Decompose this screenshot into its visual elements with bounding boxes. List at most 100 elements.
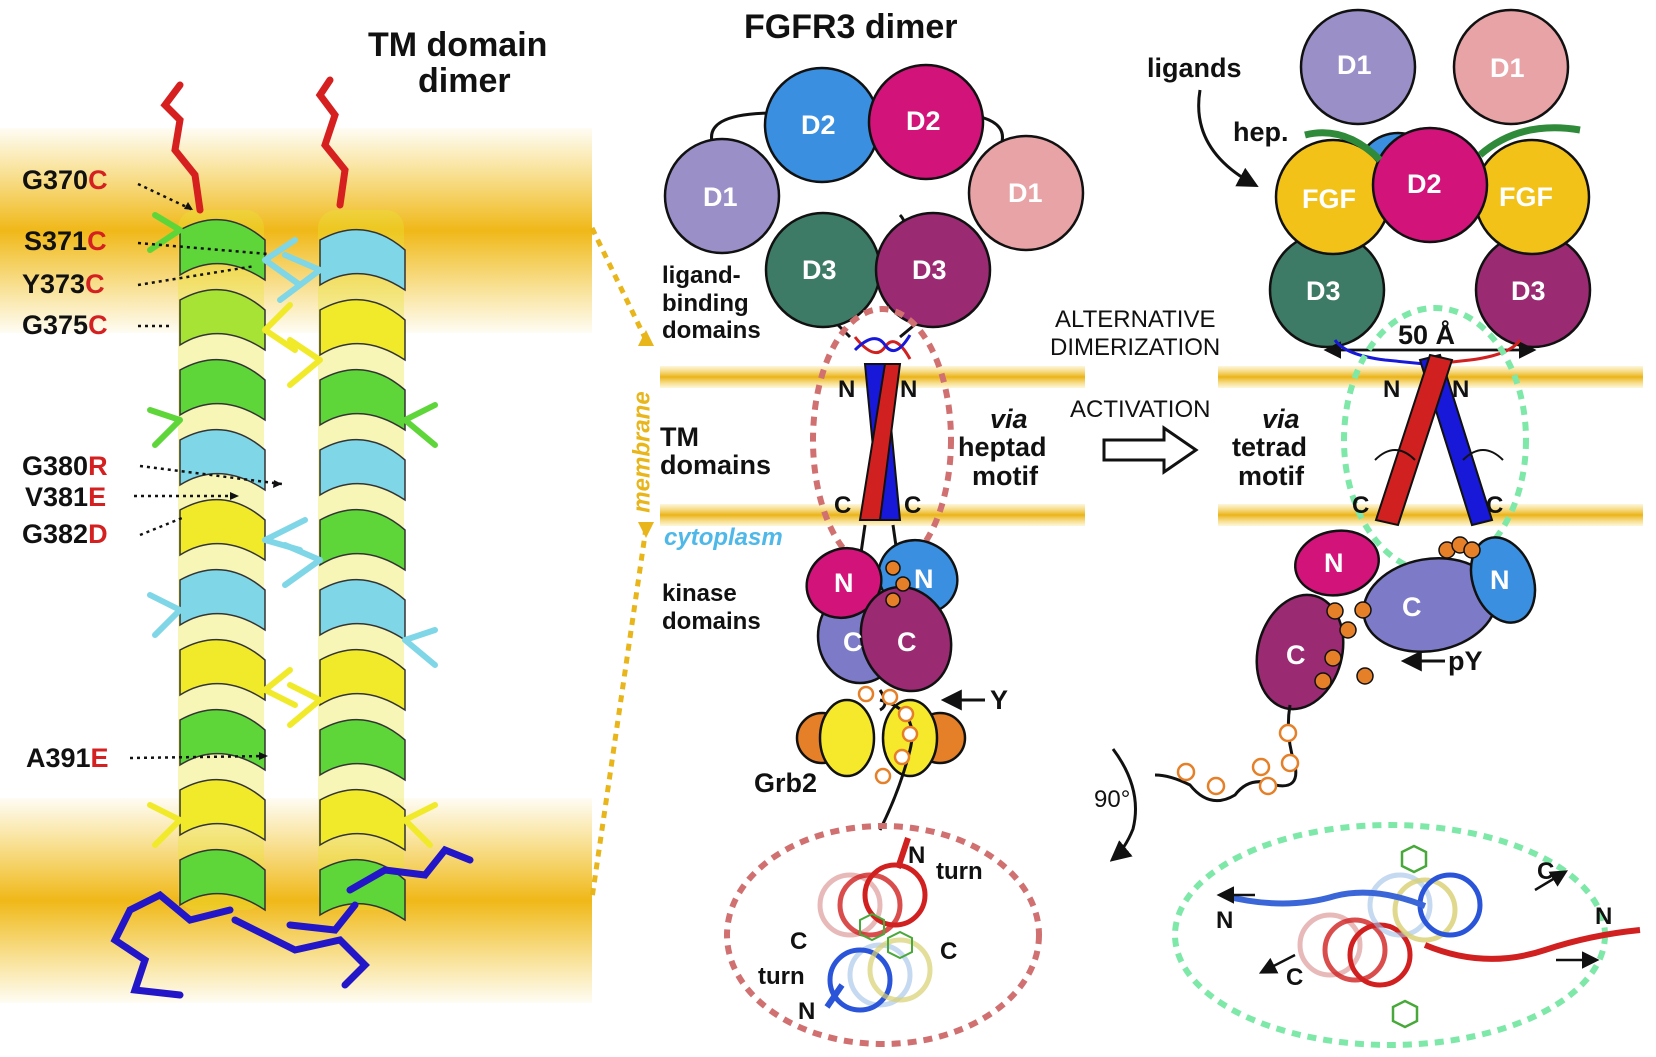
mid-tm-c-right: C	[904, 492, 922, 519]
middle-title: FGFR3 dimer	[744, 8, 958, 46]
cytoplasm-label: cytoplasm	[664, 524, 783, 551]
mid-d1-left	[663, 137, 781, 255]
mid-kinase-n-left	[805, 547, 883, 619]
right-tm-rotation-right	[1462, 449, 1504, 461]
tm-domains-line2: domains	[660, 450, 772, 480]
mid-topview-oval	[724, 823, 1042, 1047]
right-phospho-dots	[1314, 536, 1481, 690]
hep-label: hep.	[1233, 117, 1289, 147]
mutation-label-4: G380R	[22, 451, 108, 481]
right-kinase-domains	[1255, 529, 1537, 711]
right-topview-arrow-c-upper	[1534, 870, 1569, 892]
right-topview-c-lower: C	[1286, 964, 1304, 991]
mid-kinase-c-right-label: C	[897, 627, 917, 657]
mid-topview-turn-top: turn	[936, 858, 983, 885]
mid-tm-helix-red	[858, 363, 902, 521]
tm-helix-right	[318, 210, 406, 922]
mid-topview-n-bottom	[824, 983, 845, 1009]
side-chains	[147, 212, 438, 848]
right-topview-blue-strand	[1224, 889, 1427, 909]
right-topview-arrow-c-lower	[1258, 953, 1296, 974]
alternative-line1: ALTERNATIVE	[1055, 306, 1216, 333]
mid-kinase-n-left-label: N	[834, 568, 854, 598]
right-fgf-left-label: FGF	[1302, 184, 1356, 214]
mutation-label-7: A391E	[26, 743, 109, 773]
tm-helix-left	[178, 210, 266, 912]
right-tm-n-right: N	[1452, 376, 1470, 403]
ligand-binding-line2: binding	[662, 290, 749, 317]
membrane-band-bottom	[0, 798, 592, 1003]
membrane-arrow-down	[638, 522, 654, 538]
mid-kinase-domains	[805, 539, 959, 693]
right-topview-helices	[1297, 872, 1483, 988]
mutation-pointers	[129, 182, 283, 760]
c-terminus-residues	[110, 845, 474, 999]
mid-phospho-dots	[885, 560, 911, 608]
mid-d2-right	[867, 63, 985, 181]
mid-tyrosine-dots	[857, 685, 919, 785]
membrane-label: membrane	[628, 391, 656, 513]
right-via-label: via	[1262, 404, 1300, 434]
right-domains	[1268, 8, 1592, 349]
right-topview-n-left: N	[1216, 907, 1234, 934]
right-d2-magenta	[1371, 126, 1489, 244]
right-topview-n-right: N	[1595, 903, 1613, 930]
right-tyrosine-dots	[1176, 723, 1300, 796]
right-motif-line2: motif	[1238, 461, 1304, 491]
right-tm-rotation-left	[1374, 449, 1416, 461]
ligand-arrow	[1197, 89, 1259, 187]
mid-topview-n-bottom-label: N	[798, 998, 816, 1025]
mid-tm-n-right: N	[900, 376, 918, 403]
mid-topview-helices	[817, 862, 933, 1013]
right-heparin-right	[1477, 124, 1581, 158]
left-title-line2: dimer	[418, 62, 511, 100]
mutation-label-3: G375C	[22, 310, 108, 340]
membrane-arrow-up	[638, 330, 654, 346]
mutation-label-5: V381E	[25, 482, 107, 512]
mid-tm-top-loop-blue	[853, 334, 912, 353]
grb2-label: Grb2	[754, 768, 818, 798]
py-label: pY	[1448, 646, 1483, 676]
mid-d1-right-label: D1	[1008, 178, 1043, 208]
mutation-label-0: G370C	[22, 165, 108, 195]
alternative-line2: DIMERIZATION	[1050, 334, 1221, 361]
right-motif-line1: tetrad	[1232, 432, 1308, 462]
mid-d1-right	[967, 134, 1085, 252]
mid-topview-c-left: C	[790, 928, 808, 955]
tm-domains-line1: TM	[660, 422, 699, 452]
right-heparin-left	[1304, 129, 1383, 163]
right-kinase-n-left	[1294, 529, 1380, 597]
mid-via-label: via	[990, 404, 1028, 434]
right-topview-red-strand	[1423, 927, 1641, 962]
right-topview-c-upper: C	[1537, 858, 1555, 885]
mutation-label-6: G382D	[22, 519, 108, 549]
right-d1-right-label: D1	[1490, 53, 1525, 83]
kinase-domains-line1: kinase	[662, 580, 737, 607]
right-kinase-c-right-label: C	[1402, 592, 1422, 622]
right-tm-linker-blue	[1333, 339, 1436, 367]
mid-d1-left-label: D1	[703, 182, 738, 212]
ligand-binding-line3: domains	[662, 317, 761, 344]
kinase-domains-line2: domains	[662, 608, 761, 635]
ligand-binding-line1: ligand-	[662, 262, 741, 289]
mid-tm-n-left: N	[838, 376, 856, 403]
right-d2-label: D2	[1407, 169, 1442, 199]
mid-topview-sidechains	[859, 912, 913, 960]
rotation-arrow	[1109, 748, 1137, 862]
right-d1-right	[1452, 8, 1570, 126]
right-d3-left-label: D3	[1306, 276, 1341, 306]
mutation-label-1: S371C	[24, 226, 107, 256]
mutation-pointer-heads	[184, 202, 282, 760]
membrane-band-top	[0, 128, 592, 333]
mutation-label-2: Y373C	[22, 269, 105, 299]
mid-d3-right-label: D3	[912, 255, 947, 285]
mid-d2-right-label: D2	[906, 106, 941, 136]
mid-kinase-n-right-label: N	[914, 564, 934, 594]
mid-kinase-c-right	[859, 585, 953, 693]
right-d1-left-label: D1	[1337, 50, 1372, 80]
tyrosine-label: Y	[990, 685, 1009, 715]
mid-d2-left-label: D2	[801, 110, 836, 140]
right-membrane-bottom	[1218, 504, 1643, 526]
mid-topview-n-top	[895, 837, 911, 869]
